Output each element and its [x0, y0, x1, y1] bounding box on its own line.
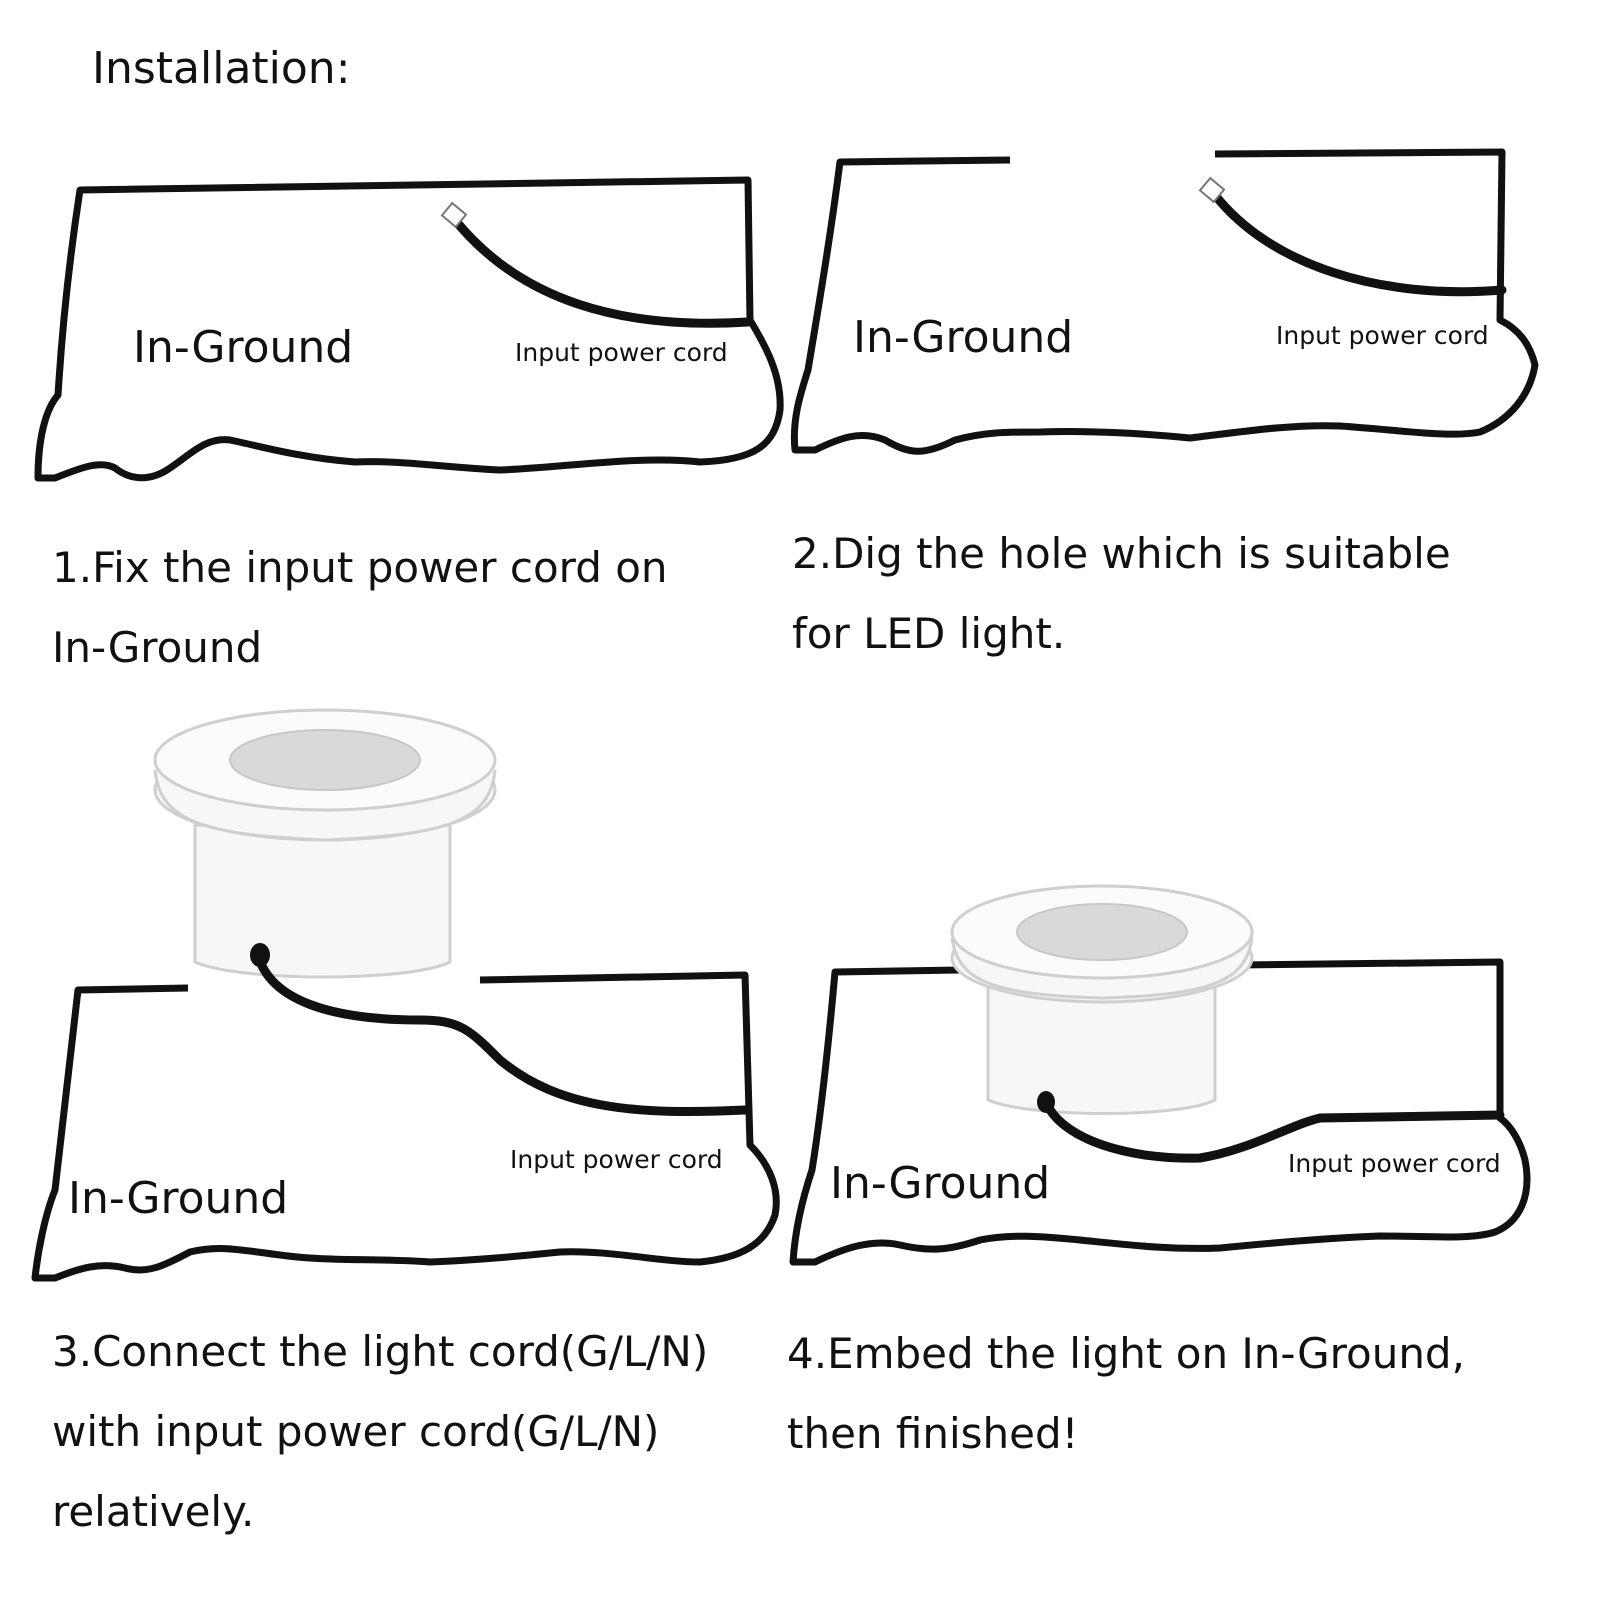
- power-cord-line: [450, 215, 753, 328]
- step-2-caption: 2.Dig the hole which is suitable for LED…: [792, 514, 1451, 674]
- ground-label: In-Ground: [133, 322, 353, 373]
- caption-line: 2.Dig the hole which is suitable: [792, 529, 1451, 578]
- caption-line: In-Ground: [52, 623, 263, 672]
- cord-connector-icon: [250, 943, 270, 967]
- step-4-caption: 4.Embed the light on In-Ground, then fin…: [787, 1314, 1465, 1474]
- caption-line: relatively.: [52, 1487, 255, 1536]
- caption-line: for LED light.: [792, 609, 1066, 658]
- cord-connector-icon: [440, 201, 468, 229]
- cord-connector-icon: [1037, 1091, 1055, 1113]
- cord-connector-icon: [1198, 176, 1226, 204]
- page-title: Installation:: [92, 43, 351, 94]
- power-cord-line: [1040, 1095, 1505, 1163]
- caption-line: 4.Embed the light on In-Ground,: [787, 1329, 1465, 1378]
- ground-label: In-Ground: [68, 1173, 288, 1224]
- caption-line: then finished!: [787, 1409, 1079, 1458]
- ground-label: In-Ground: [853, 312, 1073, 363]
- step-1-caption: 1.Fix the input power cord on In-Ground: [52, 528, 668, 688]
- panel-1-ground: In-Ground Input power cord: [34, 176, 784, 482]
- step-3-caption: 3.Connect the light cord(G/L/N) with inp…: [52, 1312, 708, 1552]
- caption-line: with input power cord(G/L/N): [52, 1407, 660, 1456]
- led-light-fixture-icon: [950, 884, 1254, 1115]
- caption-line: 3.Connect the light cord(G/L/N): [52, 1327, 709, 1376]
- power-cord-line: [253, 950, 750, 1117]
- panel-3-ground: In-Ground Input power cord: [31, 708, 780, 1282]
- panel-4-ground: In-Ground Input power cord: [789, 884, 1531, 1266]
- panel-2-ground: In-Ground Input power cord: [790, 148, 1539, 455]
- cord-label: Input power cord: [510, 1145, 723, 1174]
- ground-label: In-Ground: [830, 1158, 1050, 1209]
- cord-label: Input power cord: [515, 338, 728, 367]
- led-light-fixture-icon: [153, 708, 497, 979]
- caption-line: 1.Fix the input power cord on: [52, 543, 668, 592]
- cord-label: Input power cord: [1288, 1149, 1501, 1178]
- power-cord-line: [1210, 190, 1507, 297]
- cord-label: Input power cord: [1276, 321, 1489, 350]
